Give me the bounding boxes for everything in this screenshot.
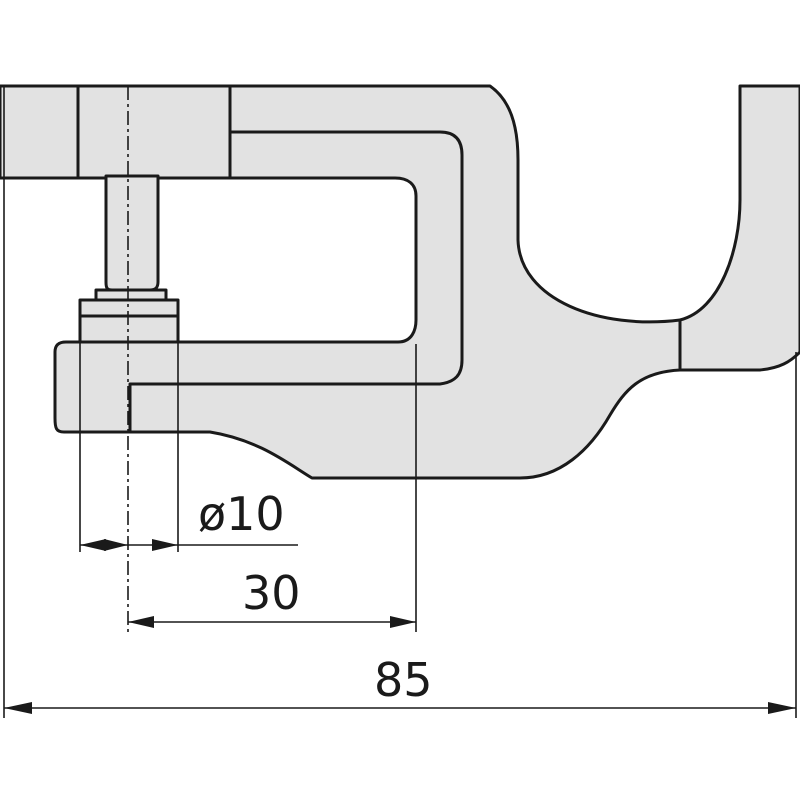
frame-inner-line [128,84,464,434]
diameter-dimension: ø10 [80,487,298,551]
arrow-icon [4,702,32,714]
anvil [78,298,180,344]
arrow-icon [104,539,128,551]
arrow-icon [152,539,178,551]
dimension-label-overall: 85 [374,653,433,707]
arrow-icon [128,616,154,628]
throat-dimension: 30 [128,566,416,628]
dimension-label-diameter: ø10 [198,487,285,541]
arrow-icon [390,616,416,628]
body-block [0,84,232,180]
overall-dimension: 85 [4,653,796,714]
c-frame [53,84,800,480]
spindle [104,174,160,292]
dimension-label-throat: 30 [242,566,301,620]
arrow-icon [80,539,106,551]
arrow-icon [768,702,796,714]
